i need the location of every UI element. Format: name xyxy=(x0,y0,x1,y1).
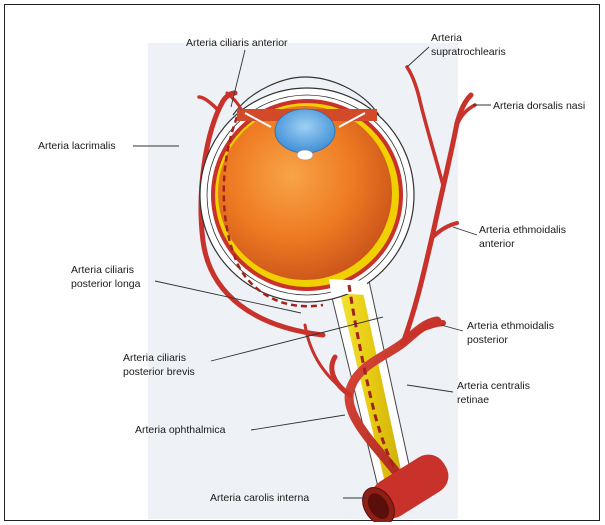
label-ciliaris-posterior-brevis-line2: posterior brevis xyxy=(123,366,195,378)
label-carotis-interna: Arteria carolis interna xyxy=(210,492,309,504)
label-lacrimalis: Arteria lacrimalis xyxy=(38,140,116,152)
label-dorsalis-nasi: Arteria dorsalis nasi xyxy=(493,100,585,112)
label-centralis-retinae-line1: Arteria centralis xyxy=(457,380,530,392)
eye-artery-diagram: Arteria ciliaris anterior Arteria suprat… xyxy=(5,5,601,522)
lens xyxy=(275,109,335,153)
label-ethmoidalis-posterior-line2: posterior xyxy=(467,334,508,346)
label-ciliaris-anterior: Arteria ciliaris anterior xyxy=(186,37,288,49)
label-ethmoidalis-anterior-line2: anterior xyxy=(479,238,515,250)
label-ciliaris-posterior-longa-line1: Arteria ciliaris xyxy=(71,264,134,276)
label-supratrochlearis-line1: Arteria xyxy=(431,32,462,44)
label-ciliaris-posterior-longa-line2: posterior longa xyxy=(71,278,141,290)
label-centralis-retinae-line2: retinae xyxy=(457,394,489,406)
label-ophthalmica: Arteria ophthalmica xyxy=(135,424,226,436)
lens-nucleus xyxy=(297,150,313,160)
label-supratrochlearis-line2: supratrochlearis xyxy=(431,46,506,58)
label-ethmoidalis-posterior-line1: Arteria ethmoidalis xyxy=(467,320,554,332)
label-ciliaris-posterior-brevis-line1: Arteria ciliaris xyxy=(123,352,186,364)
figure-frame: Arteria ciliaris anterior Arteria suprat… xyxy=(4,4,600,521)
label-ethmoidalis-anterior-line1: Arteria ethmoidalis xyxy=(479,224,566,236)
